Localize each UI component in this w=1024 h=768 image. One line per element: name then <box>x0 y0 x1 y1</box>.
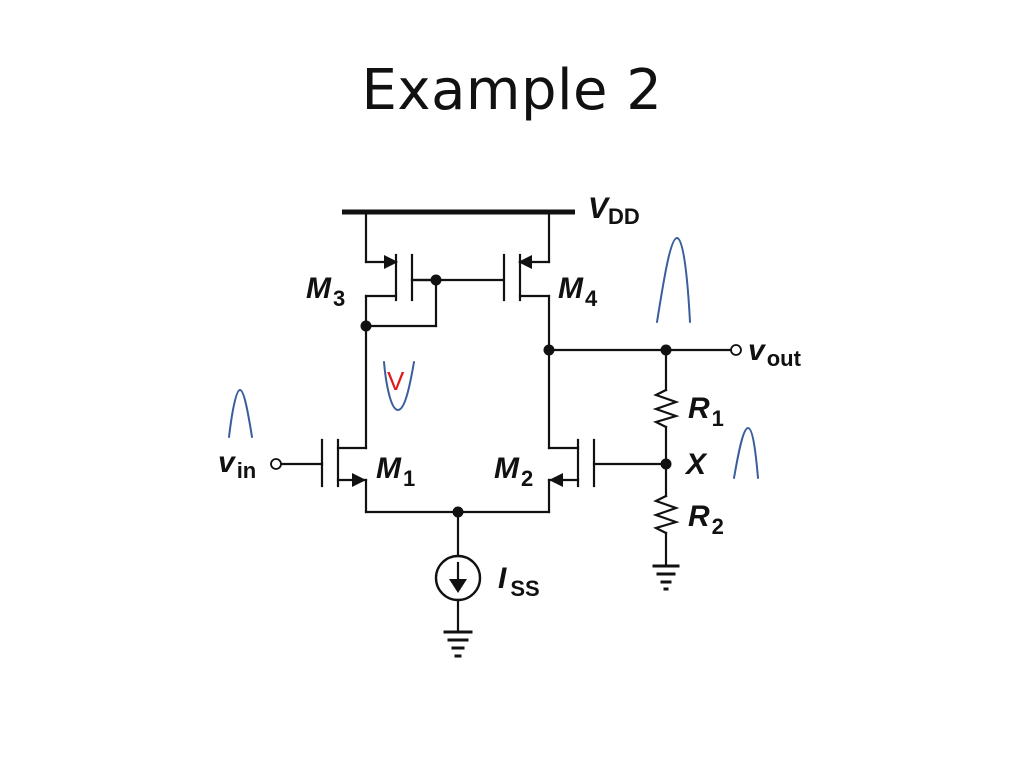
ground-symbol-iss <box>443 630 473 658</box>
iss-current-source <box>434 554 482 634</box>
slide-title: Example 2 <box>361 58 663 123</box>
x-label: X <box>684 448 708 481</box>
x-node-peak-sketch <box>733 426 759 479</box>
m3-transistor <box>364 210 438 328</box>
node-marker-v: V <box>387 366 405 396</box>
ground-symbol-r2 <box>652 564 680 591</box>
m1-label: M1 <box>376 452 415 491</box>
m3-drain-valley-sketch <box>383 361 415 412</box>
r1-resistor <box>652 388 680 429</box>
r2-resistor <box>652 494 680 535</box>
vout-terminal <box>730 344 742 356</box>
m3-label: M3 <box>306 272 345 311</box>
m2-transistor <box>547 438 668 514</box>
m4-transistor <box>502 210 551 352</box>
vin-terminal <box>270 458 282 470</box>
r2-label: R2 <box>688 500 724 539</box>
vin-label: vin <box>218 446 256 483</box>
vout-peak-sketch <box>656 236 691 323</box>
vout-label: vout <box>748 334 802 371</box>
m4-label: M4 <box>558 272 598 311</box>
m2-label: M2 <box>494 452 533 491</box>
vdd-label: VDD <box>588 192 640 229</box>
m1-transistor <box>279 438 368 514</box>
vin-peak-sketch <box>228 388 253 438</box>
gate-node-dot <box>430 274 442 286</box>
r1-label: R1 <box>688 392 724 431</box>
